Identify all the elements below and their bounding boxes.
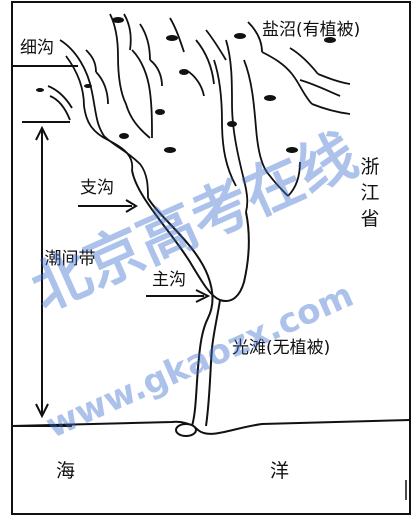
bare-flat-label: 光滩(无植被): [232, 338, 331, 358]
figure-frame: [11, 1, 411, 515]
main-channel-label: 主沟: [152, 270, 186, 290]
leader-arrows: [78, 199, 211, 303]
shoreline: [11, 419, 411, 435]
sea-label-left: 海: [56, 460, 76, 482]
rill-label: 细沟: [20, 38, 54, 58]
shore-rock: [175, 423, 197, 437]
tidal-zone-measure: [14, 121, 72, 427]
main-channel-arrow-head: [195, 289, 211, 303]
branch-channels-right: [169, 17, 351, 213]
main-channel: [131, 169, 250, 427]
salt-marsh-label: 盐沼(有植被): [262, 20, 361, 40]
sea-label-right: 洋: [270, 460, 290, 482]
branch-channel-arrow-head: [125, 199, 138, 213]
branch-channel-label: 支沟: [80, 178, 114, 198]
branch-channels-left: [47, 13, 163, 199]
vegetation-marks: [36, 17, 336, 153]
tidal-zone-label: 潮间带: [44, 249, 96, 269]
province-label: 浙江省: [360, 156, 380, 230]
